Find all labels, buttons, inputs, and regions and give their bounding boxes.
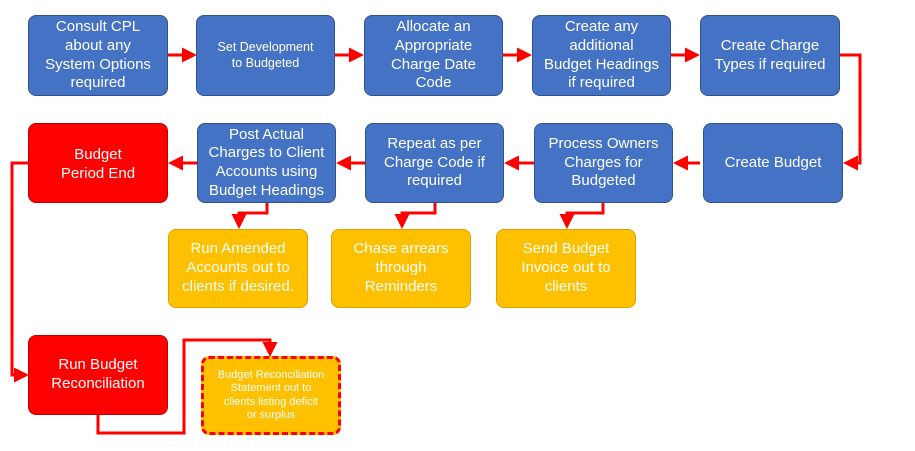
arrow-periodend-to-recon [10, 161, 29, 383]
node-create-budget: Create Budget [703, 123, 843, 203]
node-reconciliation-statement: Budget Reconciliation Statement out to c… [201, 356, 341, 435]
node-consult-cpl: Consult CPL about any System Options req… [28, 15, 168, 96]
node-send-budget-invoice: Send Budget Invoice out to clients [496, 229, 636, 308]
node-create-charge-types: Create Charge Types if required [700, 15, 840, 96]
node-repeat-per-charge-code: Repeat as per Charge Code if required [365, 123, 504, 203]
node-create-budget-headings: Create any additional Budget Headings if… [532, 15, 671, 96]
node-post-actual-charges: Post Actual Charges to Client Accounts u… [197, 123, 336, 203]
arrow-process-to-invoice [559, 203, 605, 229]
node-run-amended-accounts: Run Amended Accounts out to clients if d… [168, 229, 308, 308]
arrow-post-to-amended [231, 203, 269, 229]
node-run-budget-reconciliation: Run Budget Reconciliation [28, 335, 168, 415]
node-budget-period-end: Budget Period End [28, 123, 168, 203]
arrow-repeat-to-chase [394, 203, 437, 229]
node-allocate-charge-date: Allocate an Appropriate Charge Date Code [364, 15, 503, 96]
arrow-recon-to-statement [96, 338, 278, 435]
node-process-owners-charges: Process Owners Charges for Budgeted [534, 123, 673, 203]
node-set-development: Set Development to Budgeted [196, 15, 335, 96]
node-chase-arrears: Chase arrears through Reminders [331, 229, 471, 308]
arrow-types-to-budget [840, 53, 862, 171]
